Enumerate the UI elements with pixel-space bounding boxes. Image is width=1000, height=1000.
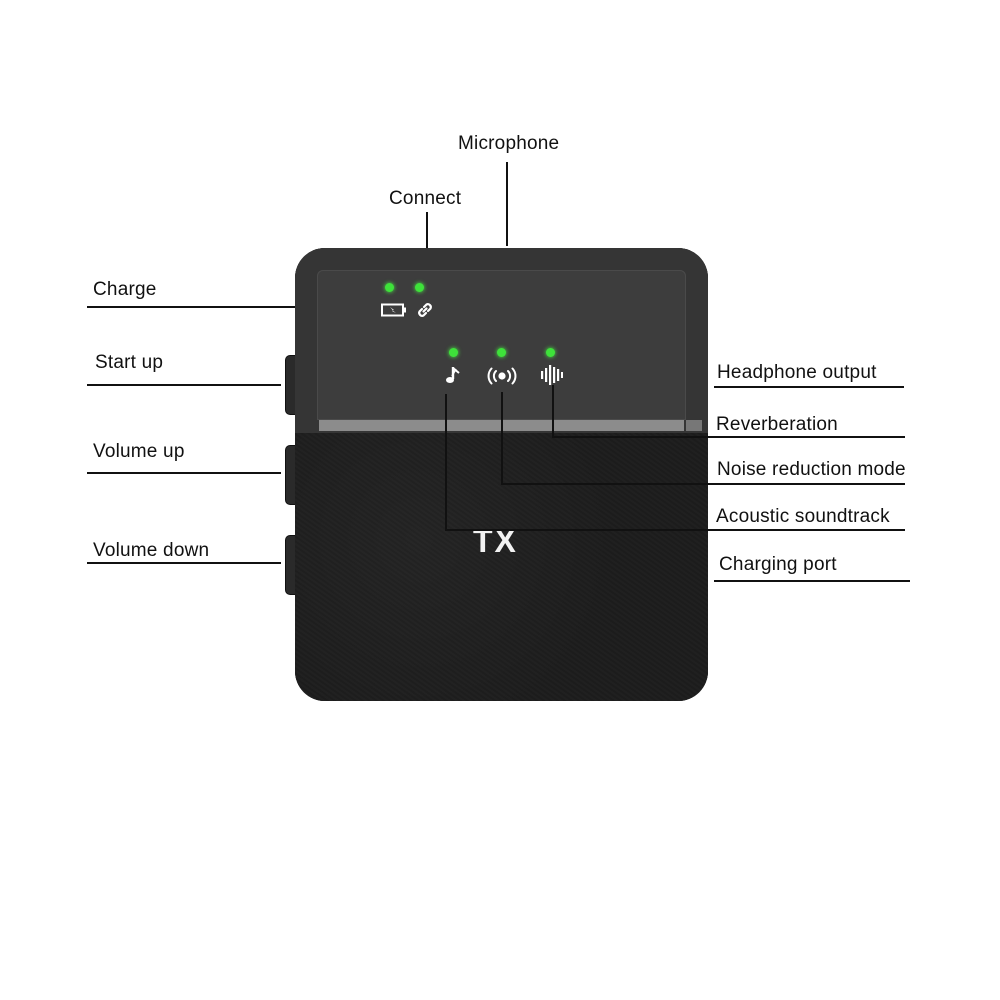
charge-led [385, 283, 394, 292]
charge-leader-line [87, 306, 380, 308]
volume-up-leader-line [87, 472, 281, 474]
reverberation-leader-line [552, 436, 905, 438]
volume-up-button[interactable] [285, 445, 298, 505]
charging-port-label: Charging port [719, 554, 837, 575]
acoustic-soundtrack-vertical-line [445, 394, 447, 531]
volume-down-button[interactable] [285, 535, 298, 595]
noise-reduction-led [497, 348, 506, 357]
volume-up-label: Volume up [93, 441, 185, 462]
headphone-output-leader-line [714, 386, 904, 388]
reverberation-label: Reverberation [716, 414, 838, 435]
volume-down-leader-line [87, 562, 281, 564]
start-up-button[interactable] [285, 355, 298, 415]
microphone-label: Microphone [458, 133, 560, 154]
music-note-icon [444, 365, 462, 390]
noise-reduction-vertical-line [501, 392, 503, 485]
charging-port-leader-line [714, 580, 910, 582]
acoustic-soundtrack-label: Acoustic soundtrack [716, 506, 890, 527]
noise-reduction-leader-line [501, 483, 905, 485]
volume-down-label: Volume down [93, 540, 210, 561]
link-icon [415, 300, 435, 325]
battery-charging-icon [381, 303, 407, 322]
start-up-leader-line [87, 384, 281, 386]
reverberation-led [546, 348, 555, 357]
acoustic-soundtrack-led [449, 348, 458, 357]
headphone-output-label: Headphone output [717, 362, 877, 383]
connect-label: Connect [389, 188, 462, 209]
noise-reduction-mode-label: Noise reduction mode [717, 459, 906, 480]
charge-label: Charge [93, 279, 157, 300]
reverberation-vertical-line [552, 385, 554, 437]
acoustic-soundtrack-leader-line [445, 529, 905, 531]
sound-wave-icon [540, 364, 564, 391]
microphone-leader-line [506, 162, 508, 246]
connect-led [415, 283, 424, 292]
broadcast-icon [486, 367, 518, 390]
device-stripe-end [686, 420, 702, 431]
start-up-label: Start up [95, 352, 164, 373]
